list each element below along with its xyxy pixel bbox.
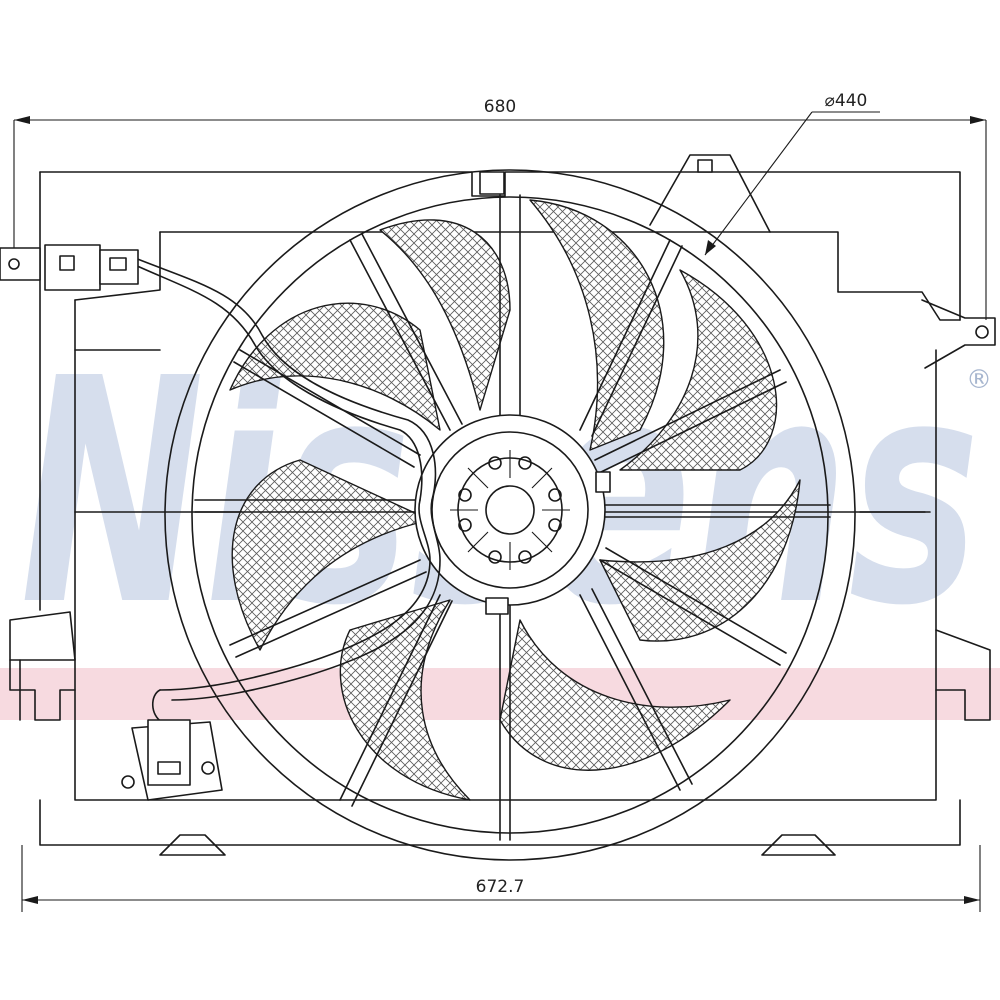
blade-3	[599, 479, 801, 642]
dimension-680-label: 680	[484, 97, 516, 117]
shroud-frame	[9, 154, 996, 856]
resistor-connector	[121, 719, 223, 801]
dimension-diameter-440: ⌀440	[704, 91, 880, 256]
watermark-registered-mark: ®	[966, 365, 992, 395]
fan-hub	[414, 171, 611, 615]
blade-6	[231, 459, 431, 651]
fan-blades	[229, 199, 801, 801]
blade-1	[529, 199, 665, 451]
blade-8	[379, 219, 511, 411]
dimension-672-7-label: 672.7	[476, 877, 525, 897]
top-left-connector	[0, 244, 139, 291]
hub-bolt-ring	[450, 450, 570, 570]
fan-struts	[194, 194, 831, 841]
wiring-harness	[0, 244, 441, 801]
dimension-672-7: 672.7	[21, 845, 981, 912]
blade-2	[619, 269, 778, 471]
dimension-diameter-label: ⌀440	[825, 91, 868, 111]
dimension-680: 680	[13, 97, 987, 320]
